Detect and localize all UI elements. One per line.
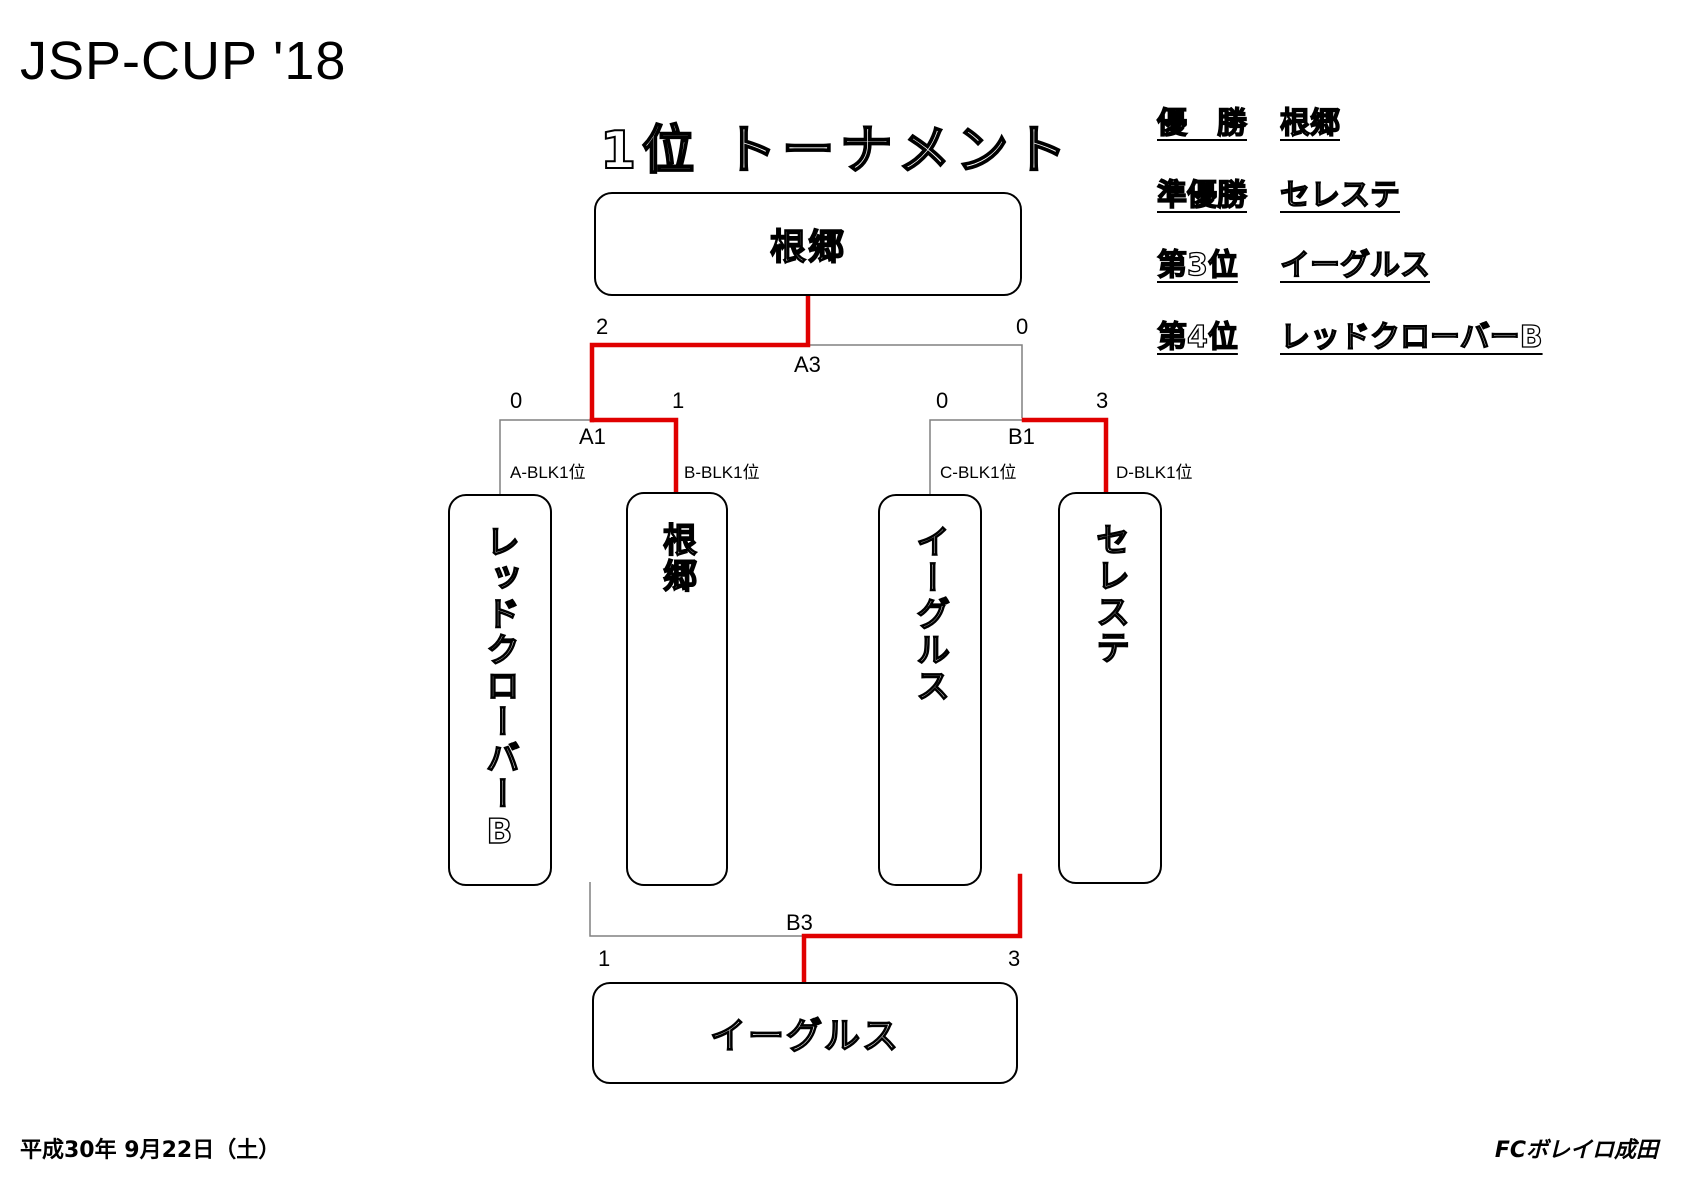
match-id-a1: A1 (579, 424, 606, 449)
rank-team-1: 根郷 (1279, 105, 1340, 141)
line-a3-right (808, 344, 1023, 418)
rank-label-3: 第3位 (1156, 247, 1238, 283)
line-b3-winner (801, 873, 1023, 985)
final-score-left: 2 (596, 314, 609, 339)
line-a1-left (499, 419, 592, 496)
rank-team-4: レッドクローバーB (1279, 319, 1543, 355)
team-box-b: 根郷 (626, 492, 728, 886)
line-a1-winner (589, 417, 679, 499)
b3-score-left: 1 (598, 946, 611, 971)
match-id-b3: B3 (786, 910, 813, 935)
b1-score-right: 3 (1096, 388, 1109, 413)
team-box-d: セレステ (1058, 492, 1162, 884)
b1-score-left: 0 (936, 388, 949, 413)
rank-label-1: 優 勝 (1156, 105, 1247, 141)
line-b1-left (929, 419, 1022, 496)
line-final-winner (589, 293, 811, 423)
line-b1-winner (1021, 417, 1109, 499)
match-id-b1: B1 (1008, 424, 1035, 449)
third-place-box: イーグルス (592, 982, 1018, 1084)
team-name-c: イーグルス (909, 523, 950, 704)
match-id-a3: A3 (794, 352, 821, 377)
final-score-right: 0 (1016, 314, 1029, 339)
slot-label-b: B-BLK1位 (684, 463, 760, 482)
slot-label-c: C-BLK1位 (940, 463, 1017, 482)
rank-team-3: イーグルス (1279, 247, 1430, 283)
third-place-name: イーグルス (709, 1015, 900, 1057)
line-b3-left (589, 882, 804, 937)
team-name-b: 根郷 (656, 521, 697, 594)
team-box-c: イーグルス (878, 494, 982, 886)
slot-label-d: D-BLK1位 (1116, 463, 1193, 482)
rank-label-4: 第4位 (1156, 319, 1238, 355)
bracket-title: 1位 トーナメント (599, 120, 1073, 182)
event-title: JSP-CUP '18 (20, 31, 347, 91)
team-box-a: レッドクローバーB (448, 494, 552, 886)
slot-label-a: A-BLK1位 (510, 463, 586, 482)
team-name-d: セレステ (1089, 521, 1130, 666)
b3-score-right: 3 (1008, 946, 1021, 971)
footer-organizer: FCボレイロ成田 (1494, 1138, 1658, 1163)
a1-score-left: 0 (510, 388, 523, 413)
footer-date: 平成30年 9月22日（土） (20, 1138, 281, 1163)
a1-score-right: 1 (672, 388, 685, 413)
champion-name: 根郷 (769, 226, 846, 268)
champion-box: 根郷 (594, 192, 1022, 296)
rank-team-2: セレステ (1279, 177, 1400, 213)
team-name-a: レッドクローバーB (479, 523, 520, 854)
rank-label-2: 準優勝 (1156, 177, 1247, 213)
